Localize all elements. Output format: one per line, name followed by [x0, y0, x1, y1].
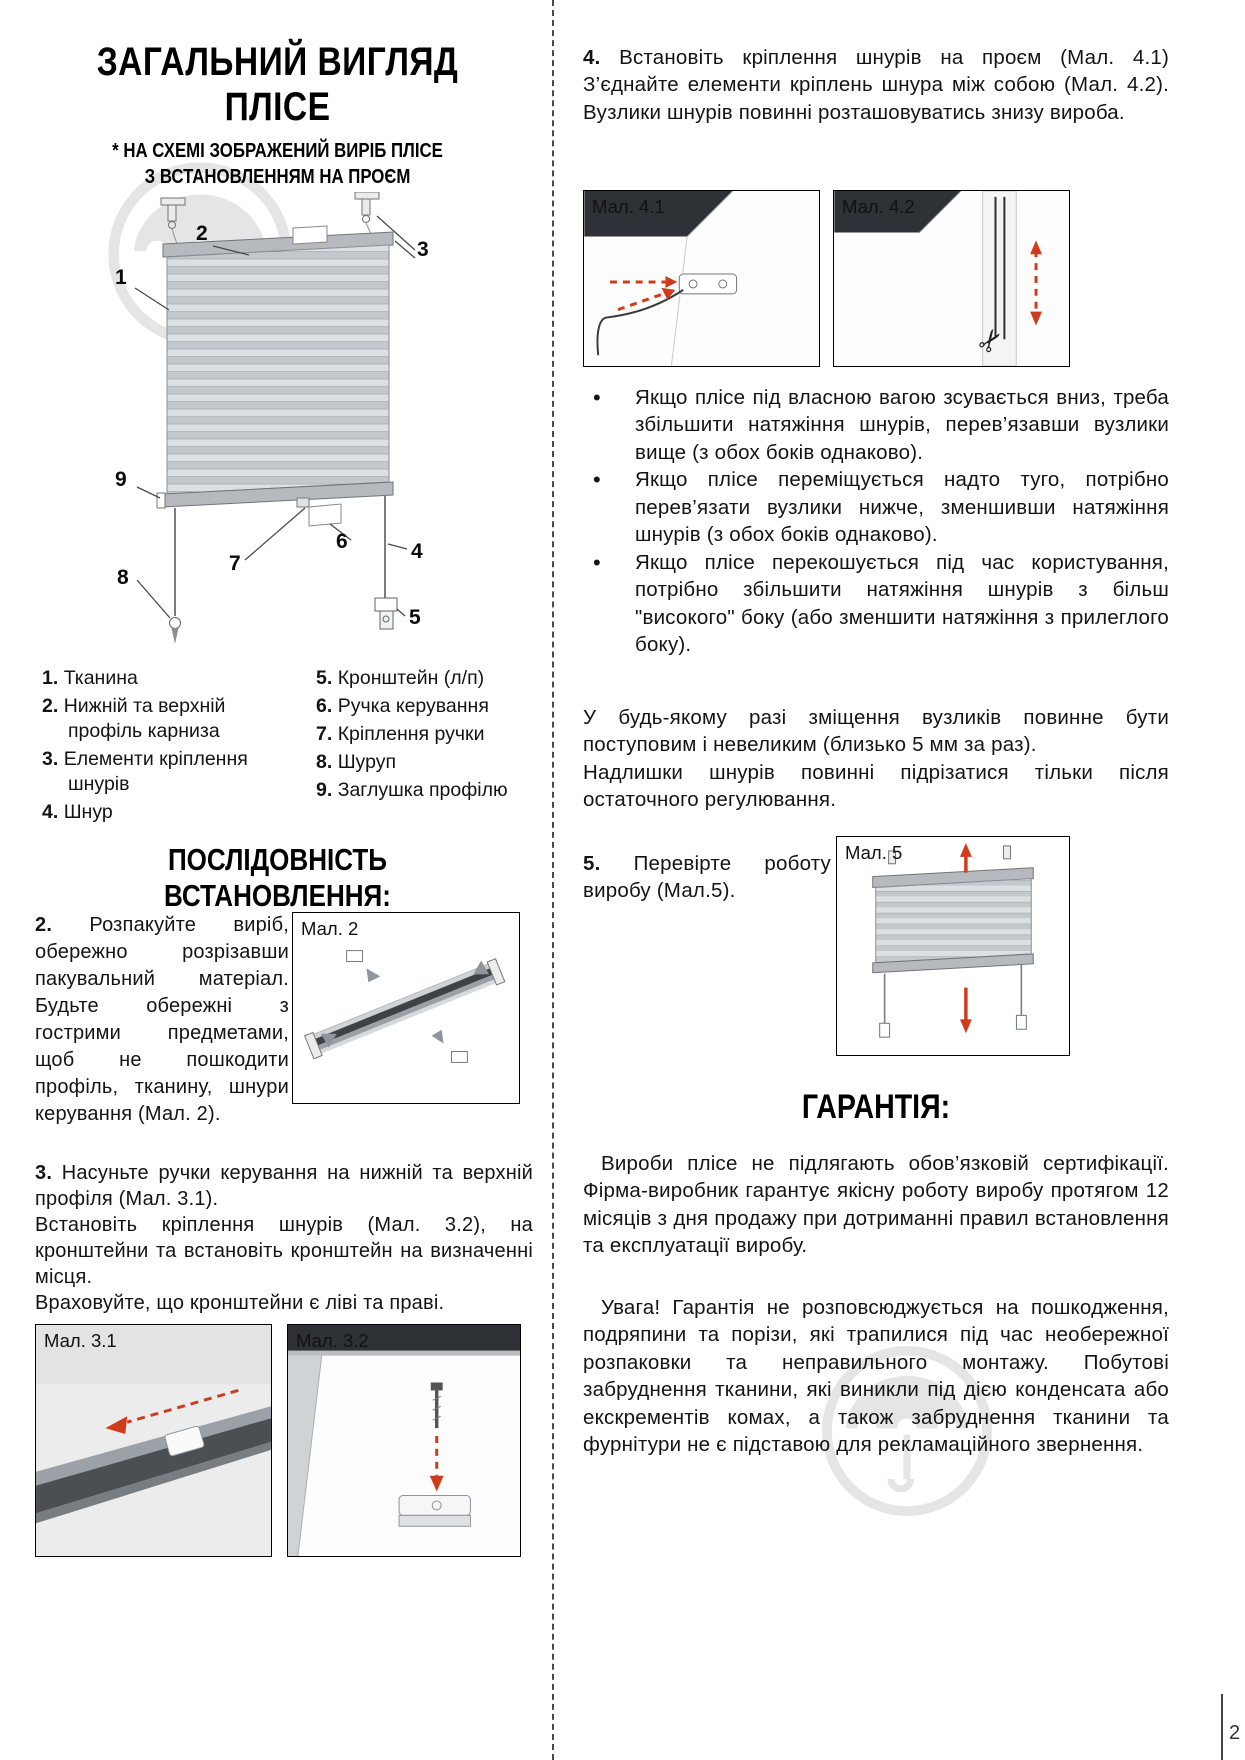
legend-number: 6. — [316, 694, 333, 717]
step-number: 2. — [35, 914, 53, 936]
figure-4-1-label: Мал. 4.1 — [592, 196, 665, 217]
legend-item: 4. Шнур — [42, 800, 304, 825]
step-number: 3. — [35, 1162, 53, 1184]
footer-rule — [1221, 1694, 1223, 1760]
legend-text: Шнур — [63, 800, 113, 823]
legend-text: Елементи кріплення шнурів — [63, 747, 248, 795]
callout-2-profile: 2 — [196, 222, 208, 245]
legend-item: 2. Нижній та верхній профіль карниза — [42, 694, 304, 744]
tip-text: Якщо плісе перекошується під час користу… — [635, 550, 1169, 657]
legend-number: 3. — [42, 747, 59, 770]
callout-3-cord-fixings: 3 — [417, 238, 429, 261]
tip-item: Якщо плісе перекошується під час користу… — [583, 548, 1169, 659]
legend-column-1: 1. Тканина 2. Нижній та верхній профіль … — [42, 666, 304, 828]
subtitle-line-2: З ВСТАНОВЛЕННЯМ НА ПРОЄМ — [144, 166, 411, 188]
legend-text: Кріплення ручки — [337, 722, 485, 745]
figure-3-2: Мал. 3.2 — [287, 1324, 521, 1557]
figure-5-label: Мал. 5 — [845, 842, 903, 863]
callout-9-end-cap: 9 — [115, 468, 127, 491]
callout-1-fabric: 1 — [115, 266, 127, 289]
legend-number: 5. — [316, 667, 333, 689]
step-text-line3: Враховуйте, що кронштейни є ліві та прав… — [35, 1292, 445, 1314]
figure-5: Мал. 5 — [836, 836, 1070, 1056]
legend-text: Ручка керування — [337, 694, 489, 717]
step-3-paragraph: 3. Насуньте ручки керування на нижній та… — [35, 1160, 533, 1316]
heading-text: ПОСЛІДОВНІСТЬ ВСТАНОВЛЕННЯ: — [164, 842, 391, 913]
legend-item: 9. Заглушка профілю — [316, 778, 546, 803]
handle-slide-illustration — [36, 1325, 271, 1556]
step-text-line1: Насуньте ручки керування на нижній та ве… — [35, 1162, 533, 1210]
callout-6-handle: 6 — [336, 530, 348, 553]
figure-4-2: Мал. 4.2 ✂ — [833, 190, 1070, 367]
step-text: Перевірте роботу виробу (Мал.5). — [583, 852, 831, 903]
legend-text: Заглушка профілю — [337, 778, 508, 801]
callout-8-screw: 8 — [117, 566, 129, 589]
figure-2: Мал. 2 — [292, 912, 520, 1104]
bracket-screw-illustration — [288, 1325, 520, 1556]
legend-number: 1. — [42, 667, 59, 689]
legend-text: Нижній та верхній профіль карниза — [63, 694, 226, 742]
legend-item: 6. Ручка керування — [316, 694, 546, 719]
packed-blind-illustration — [304, 950, 506, 1063]
figure-4-2-label: Мал. 4.2 — [842, 196, 915, 217]
legend-item: 8. Шуруп — [316, 750, 546, 775]
figure-3-1: Мал. 3.1 — [35, 1324, 272, 1557]
blind-operation-check-illustration — [872, 842, 1034, 1038]
step-5-paragraph: 5. Перевірте роботу виробу (Мал.5). — [583, 850, 831, 905]
legend-number: 8. — [316, 750, 333, 773]
figure-3-2-label: Мал. 3.2 — [296, 1330, 369, 1351]
tip-text: Якщо плісе переміщується надто туго, пот… — [635, 468, 1169, 547]
plisse-overview-diagram: 1 2 3 4 5 6 7 8 9 — [55, 192, 500, 670]
title-line-1: ЗАГАЛЬНИЙ ВИГЛЯД — [96, 40, 459, 84]
tip-text: Якщо плісе під власною вагою зсувається … — [635, 386, 1169, 464]
step-text: Розпакуйте виріб, обережно розрізавши па… — [35, 914, 289, 1125]
callout-5-bracket: 5 — [409, 606, 421, 629]
heading-text: ГАРАНТІЯ: — [801, 1088, 951, 1126]
step-2-paragraph: 2. Розпакуйте виріб, обережно розрізавши… — [35, 912, 289, 1128]
title-line-2: ПЛІСЕ — [224, 84, 331, 129]
cord-trimming-illustration: ✂ — [834, 191, 1069, 366]
adjustment-tips-list: Якщо плісе під власною вагою зсувається … — [583, 383, 1169, 659]
column-divider — [552, 0, 554, 1760]
page-subtitle: * НА СХЕМІ ЗОБРАЖЕНИЙ ВИРІБ ПЛІСЕ З ВСТА… — [30, 138, 525, 190]
adjustment-notes: У будь-якому разі зміщення вузликів пови… — [583, 704, 1169, 814]
warranty-paragraph-1: Вироби плісе не підлягають обов’язковій … — [583, 1152, 1169, 1258]
figure-3-1-label: Мал. 3.1 — [44, 1330, 117, 1351]
legend-number: 4. — [42, 800, 59, 823]
note-2: Надлишки шнурів повинні підрізатися тіль… — [583, 760, 1169, 812]
figure-4-1: Мал. 4.1 — [583, 190, 820, 367]
legend-number: 2. — [42, 694, 59, 717]
legend-text: Тканина — [63, 667, 138, 689]
subtitle-line-1: * НА СХЕМІ ЗОБРАЖЕНИЙ ВИРІБ ПЛІСЕ — [112, 140, 443, 162]
step-text: Встановіть кріплення шнурів на проєм (Ма… — [583, 46, 1169, 124]
legend-number: 9. — [316, 778, 333, 801]
warranty-paragraph-2: Увага! Гарантія не розповсюджується на п… — [583, 1296, 1169, 1457]
legend-text: Кронштейн (л/п) — [337, 667, 485, 689]
callout-7-handle-mount: 7 — [229, 552, 241, 575]
cord-fixing-window-illustration — [584, 191, 819, 366]
step-4-paragraph: 4. Встановіть кріплення шнурів на проєм … — [583, 44, 1169, 126]
callout-4-cord: 4 — [411, 540, 423, 563]
legend-item: 7. Кріплення ручки — [316, 722, 546, 747]
step-number: 5. — [583, 852, 601, 875]
step-text-line2: Встановіть кріплення шнурів (Мал. 3.2), … — [35, 1214, 533, 1288]
legend-text: Шуруп — [337, 750, 397, 773]
legend-column-2: 5. Кронштейн (л/п) 6. Ручка керування 7.… — [316, 666, 546, 828]
legend-number: 7. — [316, 722, 333, 745]
page-number: 2 — [1229, 1722, 1241, 1744]
installation-sequence-heading: ПОСЛІДОВНІСТЬ ВСТАНОВЛЕННЯ: — [30, 842, 525, 914]
figure-2-label: Мал. 2 — [301, 918, 359, 939]
plisse-blind-illustration — [134, 192, 416, 644]
tip-item: Якщо плісе під власною вагою зсувається … — [583, 383, 1169, 466]
page-title: ЗАГАЛЬНИЙ ВИГЛЯД ПЛІСЕ — [30, 40, 525, 130]
warranty-heading: ГАРАНТІЯ: — [583, 1088, 1169, 1127]
step-number: 4. — [583, 46, 601, 69]
legend-item: 1. Тканина — [42, 666, 304, 691]
legend-item: 5. Кронштейн (л/п) — [316, 666, 546, 691]
note-1: У будь-якому разі зміщення вузликів пови… — [583, 706, 1169, 757]
diagram-legend: 1. Тканина 2. Нижній та верхній профіль … — [42, 666, 547, 828]
legend-item: 3. Елементи кріплення шнурів — [42, 747, 304, 797]
tip-item: Якщо плісе переміщується надто туго, пот… — [583, 465, 1169, 548]
